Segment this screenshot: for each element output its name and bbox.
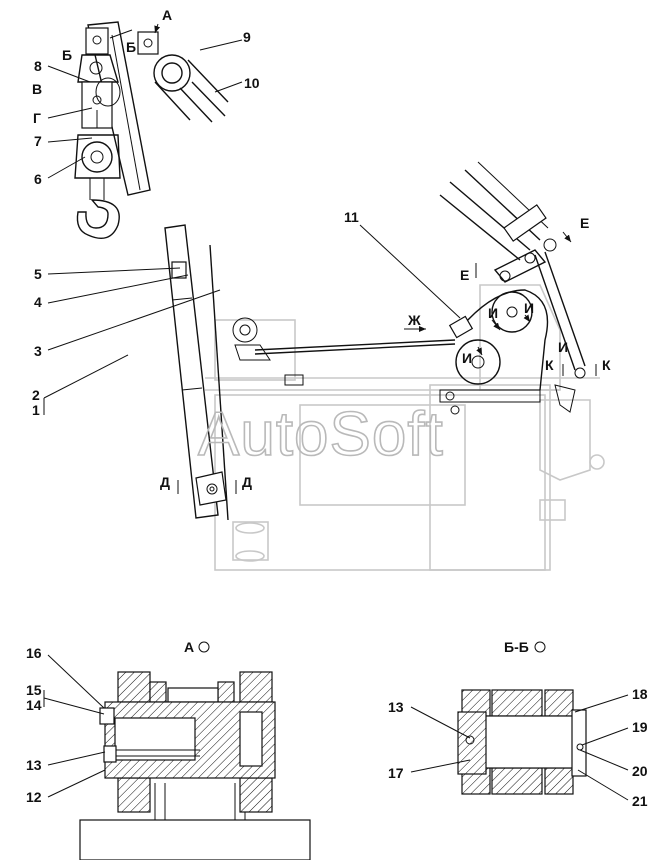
section-bb-drawing [457, 689, 587, 795]
main-view-callouts [43, 23, 597, 494]
section-a-callout-15: 15 [26, 682, 42, 698]
view-letter-i-4: И [558, 339, 568, 355]
callout-6: 6 [34, 171, 42, 187]
boom-assembly [164, 224, 229, 521]
section-a-callout-13: 13 [26, 757, 42, 773]
view-letter-b-left: Б [62, 47, 72, 63]
section-bb-title: Б-Б [504, 639, 529, 655]
callout-3: 3 [34, 343, 42, 359]
section-bb-callout-17: 17 [388, 765, 404, 781]
section-a-callout-12: 12 [26, 789, 42, 805]
view-letter-e-top: Е [580, 215, 589, 231]
callout-11: 11 [344, 209, 359, 225]
view-letter-d-left: Д [160, 474, 170, 490]
callout-2: 2 [32, 387, 40, 403]
callout-1: 1 [32, 402, 40, 418]
watermark-text: AutoSoft [198, 400, 444, 469]
section-a-leaders [43, 654, 106, 798]
section-a-title-circle [198, 641, 210, 653]
main-view-machine-parts [232, 161, 586, 415]
section-bb-labels: Б-Б 13 17 18 19 20 21 [388, 639, 648, 809]
view-letter-g: Г [33, 110, 41, 126]
view-letter-k-right: К [602, 357, 611, 373]
section-a-callout-14: 14 [26, 697, 42, 713]
section-a-callout-16: 16 [26, 645, 42, 661]
main-view-callout-labels: 8 7 6 9 10 5 4 3 2 1 11 [32, 29, 359, 418]
section-bb-callout-19: 19 [632, 719, 648, 735]
section-bb-leaders [410, 694, 629, 801]
callout-4: 4 [34, 294, 42, 310]
section-a-labels: А 16 15 14 13 12 [26, 639, 210, 805]
callout-7: 7 [34, 133, 42, 149]
section-a-title: А [184, 639, 194, 655]
section-bb-title-circle [534, 641, 546, 653]
view-letter-e-left: Е [460, 267, 469, 283]
view-letter-v: В [32, 81, 42, 97]
callout-5: 5 [34, 266, 42, 282]
view-letter-i-1: И [488, 305, 498, 321]
main-view-section-letters: А Б Б В Г Д Д Е Е Ж И И И И К К [32, 7, 611, 490]
callout-8: 8 [34, 58, 42, 74]
view-letter-i-2: И [524, 300, 534, 316]
view-letter-zh: Ж [407, 312, 421, 328]
callout-9: 9 [243, 29, 251, 45]
section-bb-callout-13: 13 [388, 699, 404, 715]
section-a-drawing [79, 671, 311, 860]
section-bb-callout-20: 20 [632, 763, 648, 779]
view-letter-a: А [162, 7, 172, 23]
machine-body-outline [205, 284, 605, 571]
view-letter-i-3: И [462, 350, 472, 366]
view-letter-k-left: К [545, 357, 554, 373]
view-letter-d-right: Д [242, 474, 252, 490]
callout-10: 10 [244, 75, 260, 91]
section-bb-callout-21: 21 [632, 793, 648, 809]
hook-block-assembly [74, 21, 229, 239]
section-bb-callout-18: 18 [632, 686, 648, 702]
view-letter-b-right: Б [126, 39, 136, 55]
